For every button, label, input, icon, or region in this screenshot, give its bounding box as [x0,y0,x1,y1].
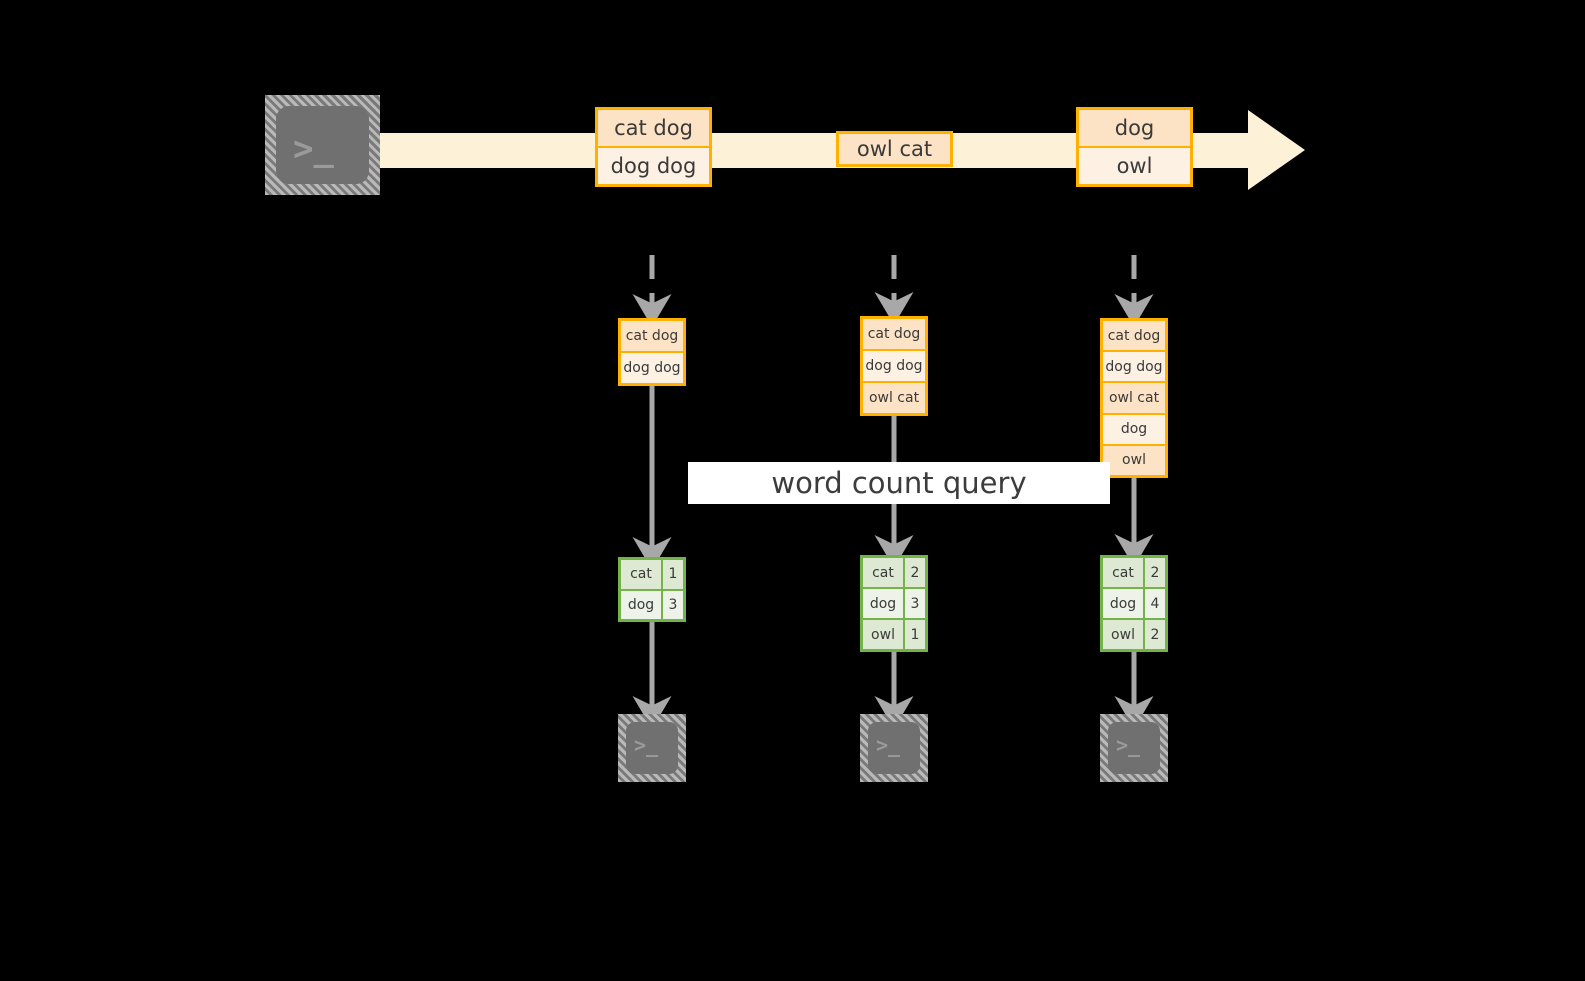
query-label-text: word count query [771,466,1027,500]
stream-event-line: dog dog [598,146,709,184]
accumulated-stack-2[interactable]: cat dog dog dog owl cat [860,316,928,416]
stream-event-line: cat dog [598,110,709,146]
terminal-prompt-glyph: >_ [634,733,659,757]
table-row: dog 3 [863,587,925,618]
result-table-1[interactable]: cat 1 dog 3 [618,557,686,622]
stream-event-line: dog [1079,110,1190,146]
snapshot-tap-lines [632,255,1154,327]
accumulated-line: owl cat [863,381,925,413]
accumulated-stack-3[interactable]: cat dog dog dog owl cat dog owl [1100,318,1168,478]
table-cell-word: cat [1103,558,1145,587]
stream-event-3[interactable]: dog owl [1076,107,1193,187]
accumulated-line: cat dog [621,321,683,351]
terminal-screen: >_ [868,722,920,774]
terminal-screen: >_ [1108,722,1160,774]
table-row: cat 2 [1103,558,1165,587]
table-cell-word: owl [1103,620,1145,649]
accumulated-line: dog dog [1103,350,1165,382]
terminal-screen: >_ [276,106,369,184]
stream-event-2[interactable]: owl cat [836,131,953,167]
table-cell-count: 2 [1145,620,1165,649]
terminal-prompt-glyph: >_ [876,733,901,757]
table-cell-word: dog [1103,589,1145,618]
table-cell-count: 3 [905,589,925,618]
table-cell-count: 2 [905,558,925,587]
terminal-prompt-glyph: >_ [1116,733,1141,757]
accumulated-line: dog dog [863,349,925,381]
sink-flow-lines [632,622,1154,729]
result-table-3[interactable]: cat 2 dog 4 owl 2 [1100,555,1168,652]
table-row: dog 4 [1103,587,1165,618]
accumulated-line: cat dog [1103,321,1165,351]
stream-event-line: owl [1079,146,1190,184]
sink-terminal-icon-1[interactable]: >_ [618,714,686,782]
accumulated-stack-1[interactable]: cat dog dog dog [618,318,686,386]
terminal-screen: >_ [626,722,678,774]
sink-terminal-icon-2[interactable]: >_ [860,714,928,782]
accumulated-line: cat dog [863,319,925,349]
stream-event-1[interactable]: cat dog dog dog [595,107,712,187]
table-cell-word: owl [863,620,905,649]
result-table-2[interactable]: cat 2 dog 3 owl 1 [860,555,928,652]
table-cell-count: 1 [663,560,683,589]
table-cell-word: dog [621,590,663,619]
table-row: owl 1 [863,618,925,649]
terminal-prompt-glyph: >_ [293,129,334,169]
accumulated-line: dog dog [621,351,683,383]
accumulated-line: owl [1103,443,1165,476]
table-cell-word: dog [863,589,905,618]
table-cell-count: 3 [663,590,683,619]
accumulated-line: dog [1103,412,1165,444]
table-row: cat 2 [863,558,925,587]
table-row: dog 3 [621,588,683,619]
table-cell-count: 1 [905,620,925,649]
source-terminal-icon[interactable]: >_ [265,95,380,195]
table-cell-word: cat [621,560,663,589]
query-label-band: word count query [688,462,1110,504]
sink-terminal-icon-3[interactable]: >_ [1100,714,1168,782]
table-row: cat 1 [621,560,683,589]
table-row: owl 2 [1103,618,1165,649]
table-cell-count: 4 [1145,589,1165,618]
table-cell-count: 2 [1145,558,1165,587]
table-cell-word: cat [863,558,905,587]
accumulated-line: owl cat [1103,381,1165,413]
stream-event-line: owl cat [839,134,950,164]
